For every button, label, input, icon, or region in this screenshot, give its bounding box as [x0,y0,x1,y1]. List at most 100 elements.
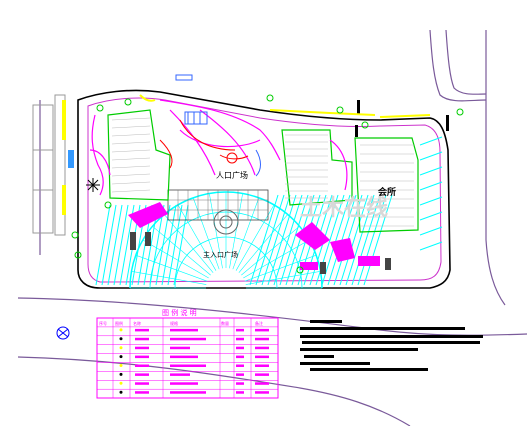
table-cell-mark [255,391,269,394]
table-cell-mark [135,337,149,341]
hatch-line [111,157,151,161]
hatch-line [167,204,183,286]
table-cell-mark [236,328,244,332]
fan-ray [232,197,260,270]
hatch-line [255,194,285,286]
tree-icon [74,251,82,259]
hatch-line [111,141,151,145]
table-legend-symbol [119,337,123,341]
hatch-line [363,194,393,286]
center-label: 人口广场 [216,170,248,180]
blue-details [175,74,261,177]
table-legend-symbol [119,346,123,350]
table-cell-mark [170,337,206,341]
hatch-line [111,181,151,185]
table-cell-mark [170,382,198,385]
table-cell-mark [170,346,190,350]
hatch-line [419,181,443,191]
building-hatch [111,117,414,227]
table-cell-mark [170,328,198,332]
tree-icon [96,104,104,112]
hatch-line [111,173,151,177]
note-line [300,335,483,338]
tree-icon [361,121,369,129]
hatch-line [357,194,387,286]
table-legend-symbol [119,328,123,332]
table-cell-mark [255,382,269,385]
hatch-line [111,133,151,137]
fan-ray [192,197,220,270]
hatch-line [111,165,151,169]
hatch-line [95,204,111,286]
design-notes-block [300,320,483,371]
hatch-line [107,204,123,286]
small-dark-marks [130,100,449,274]
hatch-line [101,204,117,286]
site-inner-boundary [87,97,442,283]
table-cell-mark [255,328,269,332]
table-cell-mark [255,337,269,341]
fan-ray [135,254,208,282]
hatch-line [285,194,315,286]
hatch-line [419,226,443,236]
table-cell-mark [255,373,269,376]
table-header: 规格 [170,320,178,326]
fan-ray [209,193,223,269]
hatch-line [111,189,151,193]
table-cell-mark [236,355,244,359]
table-cell-mark [135,355,149,359]
table-cell-mark [170,364,206,367]
table-legend-symbol [119,381,123,385]
hatch-line [261,194,291,286]
table-header: 备注 [255,320,263,326]
tree-icon [336,106,344,114]
tree-icon [266,94,274,102]
table-header: 名称 [133,320,141,326]
fan-ray [152,226,211,276]
hatch-line [419,211,443,221]
site-boundary [77,89,451,289]
hatch-line [149,204,165,286]
yellow-road-marks [139,94,431,118]
fan-ray [142,239,209,279]
tree-icon [124,98,132,106]
hatch-line [173,204,189,286]
table-cell-mark [170,355,198,359]
fan-ray [177,204,217,271]
table-cell-mark [135,382,149,385]
note-line [310,320,342,323]
building-right-label: 会所 [378,186,396,198]
garden-paths [89,99,348,196]
hatch-line [339,194,369,286]
table-cell-mark [236,382,244,385]
table-legend-symbol [119,364,123,367]
hatch-line [321,194,351,286]
legend-table: 图 例 说 明 序号图例名称规格数量备注 [96,308,279,399]
legend-title: 图 例 说 明 [162,308,197,317]
hatch-line [161,204,177,286]
hatch-line [419,241,443,251]
legend-symbol-icon [56,326,70,340]
tree-icon [71,231,79,239]
fan-ray [229,193,243,269]
fan-ray [244,254,317,282]
table-cell-mark [236,391,244,394]
hatch-line [419,136,443,146]
hatch-line [111,125,151,129]
hatch-line [351,194,381,286]
red-accents [159,119,249,169]
hatch-line [249,194,279,286]
hatch-line [419,196,443,206]
hatch-line [273,194,303,286]
table-cell-mark [236,373,244,376]
hatch-line [279,194,309,286]
table-cell-mark [255,364,269,367]
hatch-line [267,194,297,286]
left-yellow-marks [62,100,74,215]
table-cell-mark [255,355,269,359]
note-line [304,355,334,358]
table-legend-symbol [119,355,123,359]
table-cell-mark [255,346,269,350]
table-cell-mark [135,373,149,376]
